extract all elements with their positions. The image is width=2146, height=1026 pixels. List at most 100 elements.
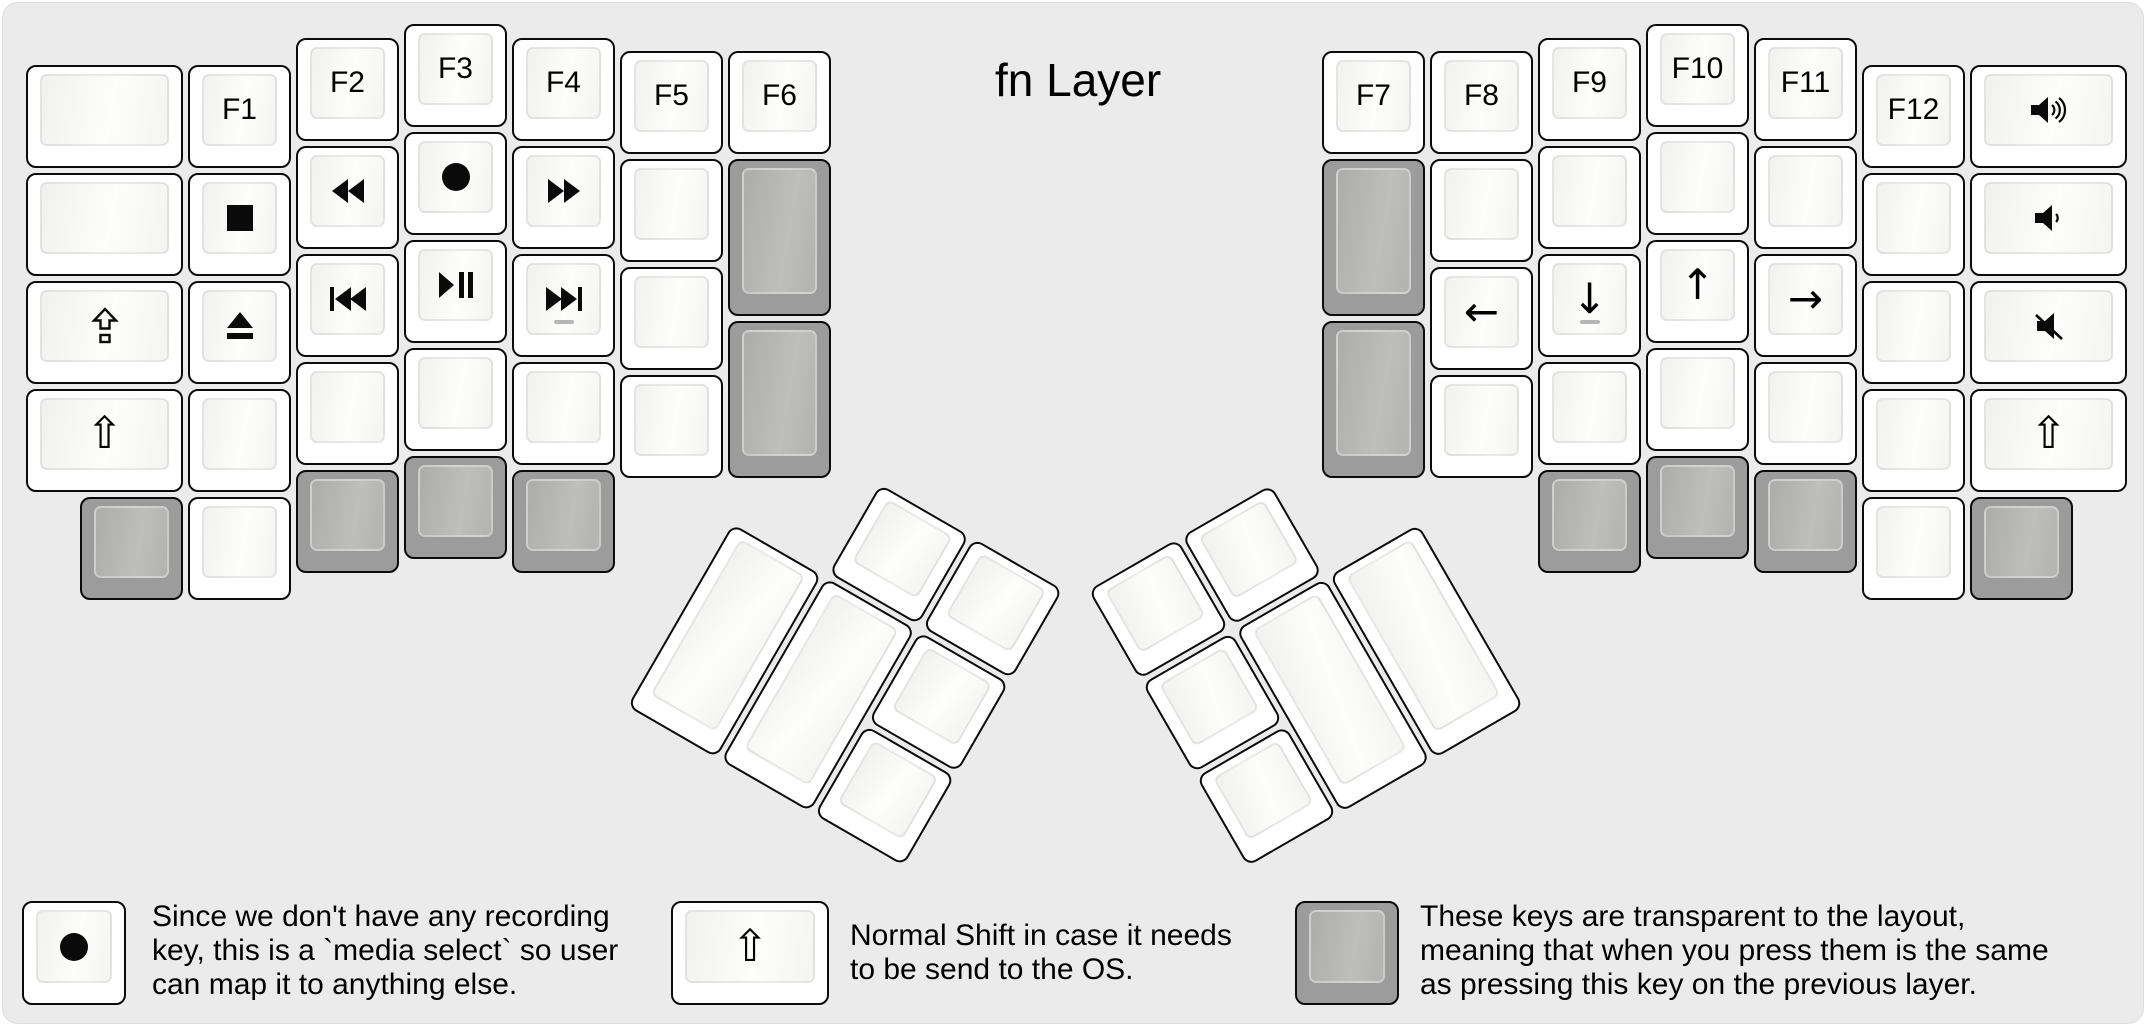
key-volume-up[interactable] xyxy=(1970,64,2127,168)
key-transparent[interactable] xyxy=(1322,159,1425,316)
key-blank[interactable] xyxy=(1862,496,1965,600)
keycap-top xyxy=(1552,154,1627,227)
key-prev-track[interactable] xyxy=(296,253,399,357)
key-f3[interactable]: F3 xyxy=(404,24,507,127)
key-label: F7 xyxy=(1355,79,1391,112)
keycap-top: ⇧ xyxy=(685,910,815,983)
keycap-top xyxy=(1158,647,1260,747)
key-blank[interactable] xyxy=(512,361,615,465)
key-transparent-sample[interactable] xyxy=(1295,901,1399,1005)
key-f6[interactable]: F6 xyxy=(728,51,831,154)
key-blank[interactable] xyxy=(188,496,291,600)
key-blank[interactable] xyxy=(26,64,183,168)
key-transparent[interactable] xyxy=(1322,321,1425,478)
caps-shift-icon xyxy=(90,306,119,345)
legend-text-line: meaning that when you press them is the … xyxy=(1420,934,2049,967)
key-blank[interactable] xyxy=(620,159,723,262)
key-label: F2 xyxy=(329,65,365,99)
key-blank[interactable] xyxy=(1862,388,1965,492)
key-arrow-up[interactable]: ↑ xyxy=(1646,240,1749,343)
key-transparent[interactable] xyxy=(1754,469,1857,573)
key-f2[interactable]: F2 xyxy=(296,37,399,141)
key-shift-right[interactable]: ⇧ xyxy=(1970,388,2127,492)
key-blank[interactable] xyxy=(620,267,723,370)
legend-text-line: Since we don't have any recording xyxy=(152,900,610,933)
key-f8[interactable]: F8 xyxy=(1430,51,1533,154)
key-blank[interactable] xyxy=(1754,361,1857,465)
key-transparent[interactable] xyxy=(80,496,183,600)
key-arrow-right[interactable]: → xyxy=(1754,253,1857,357)
key-blank[interactable] xyxy=(296,361,399,465)
key-record[interactable] xyxy=(404,132,507,235)
key-arrow-down[interactable]: ↓ xyxy=(1538,253,1641,357)
key-blank[interactable] xyxy=(1430,375,1533,478)
key-blank[interactable] xyxy=(26,172,183,276)
keycap-top: F2 xyxy=(310,46,385,119)
key-f11[interactable]: F11 xyxy=(1754,37,1857,141)
key-f10[interactable]: F10 xyxy=(1646,24,1749,127)
keycap-top xyxy=(1876,397,1951,470)
keycap-top xyxy=(634,276,709,348)
key-blank[interactable] xyxy=(620,375,723,478)
key-blank[interactable] xyxy=(1538,361,1641,465)
key-f5[interactable]: F5 xyxy=(620,51,723,154)
key-stop[interactable] xyxy=(188,172,291,276)
keycap-top xyxy=(1104,553,1206,654)
keycap-top xyxy=(526,370,601,443)
key-f9[interactable]: F9 xyxy=(1538,37,1641,141)
key-shift-left[interactable]: ⇧ xyxy=(26,388,183,492)
key-f12[interactable]: F12 xyxy=(1862,64,1965,168)
key-volume-down[interactable] xyxy=(1970,172,2127,276)
keycap-top: F1 xyxy=(202,73,277,146)
key-blank[interactable] xyxy=(1646,132,1749,235)
keycap-top xyxy=(1444,168,1519,240)
key-blank[interactable] xyxy=(1862,172,1965,276)
key-blank[interactable] xyxy=(188,388,291,492)
key-transparent[interactable] xyxy=(1538,469,1641,573)
key-rewind[interactable] xyxy=(296,145,399,249)
key-next-track[interactable] xyxy=(512,253,615,357)
key-f4[interactable]: F4 xyxy=(512,37,615,141)
keycap-top: ↑ xyxy=(1660,249,1735,321)
key-media-select-sample[interactable] xyxy=(22,901,126,1005)
key-caps-shift[interactable] xyxy=(26,280,183,384)
key-blank[interactable] xyxy=(1430,159,1533,262)
key-transparent[interactable] xyxy=(728,321,831,478)
key-transparent[interactable] xyxy=(728,159,831,316)
key-f7[interactable]: F7 xyxy=(1322,51,1425,154)
key-f1[interactable]: F1 xyxy=(188,64,291,168)
key-blank[interactable] xyxy=(404,348,507,451)
key-shift-sample[interactable]: ⇧ xyxy=(671,901,829,1005)
key-blank[interactable] xyxy=(1538,145,1641,249)
keycap-top xyxy=(1198,499,1300,600)
key-blank[interactable] xyxy=(1754,145,1857,249)
keycap-top: F10 xyxy=(1660,33,1735,105)
key-eject[interactable] xyxy=(188,280,291,384)
keycap-top xyxy=(1552,370,1627,443)
arrow-right-icon: → xyxy=(1787,273,1824,323)
keycap-top xyxy=(1212,740,1314,841)
key-transparent[interactable] xyxy=(296,469,399,573)
keycap-top xyxy=(526,478,601,551)
homing-bar xyxy=(553,319,574,324)
keycap-top xyxy=(1984,73,2113,146)
key-blank[interactable] xyxy=(1646,348,1749,451)
mute-icon xyxy=(2033,311,2065,341)
key-transparent[interactable] xyxy=(1970,496,2073,600)
key-transparent[interactable] xyxy=(1646,456,1749,559)
key-play-pause[interactable] xyxy=(404,240,507,343)
vol-up-icon xyxy=(2029,95,2069,125)
keycap-top xyxy=(1552,478,1627,551)
key-transparent[interactable] xyxy=(404,456,507,559)
key-transparent[interactable] xyxy=(512,469,615,573)
keycap-top xyxy=(1984,505,2059,578)
key-fast-forward[interactable] xyxy=(512,145,615,249)
key-arrow-left[interactable]: ← xyxy=(1430,267,1533,370)
eject-icon xyxy=(226,311,254,340)
play-pause-icon xyxy=(438,271,474,299)
legend-text-line: key, this is a `media select` so user xyxy=(152,934,619,967)
keycap-top xyxy=(1984,289,2113,362)
keycap-top xyxy=(94,505,169,578)
key-mute[interactable] xyxy=(1970,280,2127,384)
key-blank[interactable] xyxy=(1862,280,1965,384)
